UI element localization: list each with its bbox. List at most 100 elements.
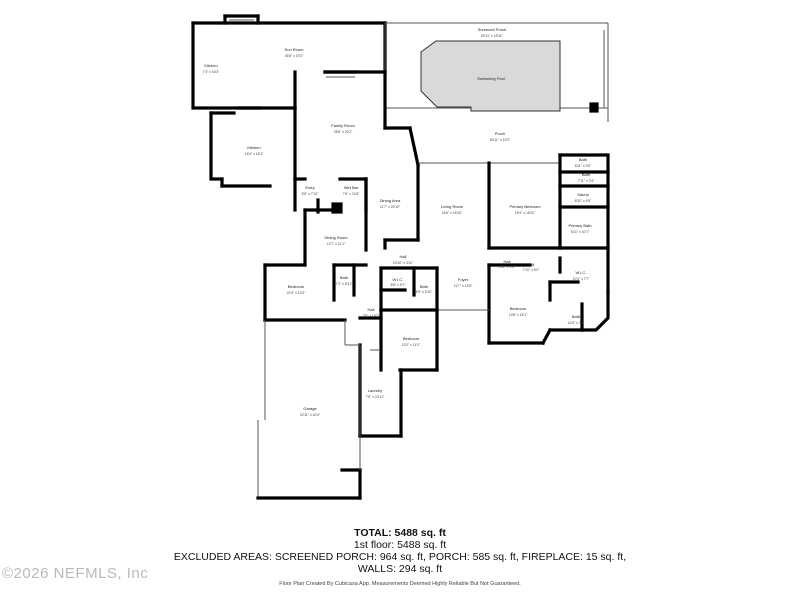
svg-text:Garage: Garage [303,406,317,411]
svg-text:50'11" x 18'11": 50'11" x 18'11" [481,34,504,38]
svg-text:11'7" x 20'10": 11'7" x 20'10" [380,205,401,209]
svg-text:Kitchen: Kitchen [247,145,260,150]
svg-text:46'8" x 19'2": 46'8" x 19'2" [285,54,304,58]
svg-text:8'11" x 10'1": 8'11" x 10'1" [571,230,590,234]
swimming-pool-shape [420,40,561,112]
svg-text:Screened Porch: Screened Porch [478,27,507,32]
svg-text:7'10" x 6'2": 7'10" x 6'2" [523,268,541,272]
walls-family-room [209,70,420,212]
svg-text:7'11" x 3'4": 7'11" x 3'4" [578,179,595,183]
room-swimming-pool: Swimming Pool [477,76,505,81]
room-primary-bedroom: Primary Bedroom 18'4" x 18'11" [509,204,541,215]
svg-text:7'3" x 16'3": 7'3" x 16'3" [203,70,221,74]
svg-text:Hall: Hall [504,259,511,264]
room-dining-area: Dining Area 11'7" x 20'10" [380,198,401,209]
disclaimer-text: Floor Plan Created By Cubicasa App. Meas… [279,581,521,587]
svg-text:Bath: Bath [420,284,428,289]
svg-text:22'11" x 40'4": 22'11" x 40'4" [300,413,321,417]
svg-text:Foyer: Foyer [458,277,469,282]
room-hall-3: Hall 7'10" x 6'2" [523,262,541,272]
room-kitchen-main: Kitchen 18'4" x 18'3" [245,145,264,156]
room-hall-1: Hall 10'10" x 3'11" [393,254,414,265]
total-area: TOTAL: 5488 sq. ft [354,527,446,539]
svg-text:8'6" x 5'1": 8'6" x 5'1" [391,283,407,287]
svg-text:7'6" x 19'11": 7'6" x 19'11" [366,395,385,399]
walls-primary-suite [548,153,610,332]
svg-text:8'11" x 3'0": 8'11" x 3'0" [575,164,592,168]
walls-bedroom-right [487,263,584,346]
svg-text:18'4" x 18'3": 18'4" x 18'3" [245,152,264,156]
svg-text:Primary Bath: Primary Bath [568,223,591,228]
room-porch: Porch 50'11" x 13'0" [490,131,511,142]
room-bedroom-1: Bedroom 21'0" x 13'3" [287,284,306,295]
room-sun-room: Sun Room 46'8" x 19'2" [285,47,305,58]
excluded-areas: EXCLUDED AREAS: SCREENED PORCH: 964 sq. … [173,551,627,563]
svg-text:28'8" x 20'2": 28'8" x 20'2" [334,130,353,134]
svg-text:18'4" x 18'11": 18'4" x 18'11" [515,211,536,215]
mls-watermark: ©2026 NEFMLS, Inc [2,565,149,582]
svg-text:13'7" x 11'1": 13'7" x 11'1" [327,242,346,246]
walls-living [383,161,562,250]
svg-text:Bedroom: Bedroom [403,336,420,341]
svg-text:Laundry: Laundry [368,388,382,393]
svg-text:W.I.C.: W.I.C. [576,270,587,275]
svg-text:Dining Room: Dining Room [324,235,348,240]
svg-text:Hall: Hall [528,262,535,267]
svg-text:Sauna: Sauna [577,192,589,197]
svg-text:50'11" x 13'0": 50'11" x 13'0" [490,138,511,142]
room-bath-1: Bath 8'11" x 3'0" [575,157,592,168]
svg-text:Dining Area: Dining Area [380,198,401,203]
room-bath-4: Bath 5'9" x 5'10" [416,284,434,294]
room-hall-2: Hall 6'11" x 4'6" [499,259,516,269]
svg-text:13'2" x 14'1": 13'2" x 14'1" [402,343,421,347]
floor-area: 1st floor: 5488 sq. ft [353,539,447,551]
walls-center [358,266,489,320]
svg-text:5'9" x 5'10": 5'9" x 5'10" [416,290,434,294]
svg-text:Bath: Bath [582,172,590,177]
svg-text:10'10" x 3'11": 10'10" x 3'11" [393,261,414,265]
svg-text:8'11" x 4'5": 8'11" x 4'5" [575,199,592,203]
svg-text:7'6" x 11'8": 7'6" x 11'8" [343,192,360,196]
room-hall-4: Hall 3'5" x 16'2" [363,307,381,318]
svg-text:Bath: Bath [340,275,348,280]
room-dining-room: Dining Room 13'7" x 11'1" [324,235,348,246]
svg-text:Living Room: Living Room [441,204,464,209]
svg-text:W.I.C.: W.I.C. [393,277,404,282]
room-kitchen-upper: Kitchen 7'3" x 16'3" [203,63,221,74]
svg-text:6'11" x 4'6": 6'11" x 4'6" [499,265,516,269]
room-foyer: Foyer 11'7" x 13'8" [454,277,473,288]
svg-text:3'5" x 16'2": 3'5" x 16'2" [363,314,381,318]
svg-text:7'1" x 8'11": 7'1" x 8'11" [336,282,353,286]
svg-text:21'0" x 13'3": 21'0" x 13'3" [287,291,306,295]
room-bath-2: Bath 7'11" x 3'4" [578,172,595,183]
svg-text:Hall: Hall [368,307,375,312]
svg-text:8'6" x 7'10": 8'6" x 7'10" [302,192,320,196]
svg-text:Bedroom: Bedroom [510,306,527,311]
room-bath-5: Bath 12'8" x 7'4" [568,314,586,325]
svg-text:13'8" x 15'1": 13'8" x 15'1" [509,313,528,317]
svg-text:12'8" x 7'4": 12'8" x 7'4" [568,321,586,325]
svg-text:Sun Room: Sun Room [285,47,305,52]
room-wic-small: W.I.C. 8'6" x 5'1" [391,277,407,287]
room-living-room: Living Room 16'6" x 18'10" [441,204,464,215]
room-entry: Entry 8'6" x 7'10" [302,185,320,196]
svg-text:Bath: Bath [572,314,580,319]
room-garage: Garage 22'11" x 40'4" [300,406,321,417]
room-family-room: Family Room 28'8" x 20'2" [331,123,355,134]
walls-bedroom-left [263,263,368,322]
svg-text:16'6" x 18'10": 16'6" x 18'10" [442,211,463,215]
room-wet-bar: Wet Bar 7'6" x 11'8" [343,185,360,196]
walls-area: WALLS: 294 sq. ft [357,563,443,575]
svg-text:Entry: Entry [305,185,314,190]
svg-text:10'4" x 7'7": 10'4" x 7'7" [573,277,591,281]
walls-bedroom-3 [379,308,439,372]
svg-text:Swimming Pool: Swimming Pool [477,76,505,81]
room-laundry: Laundry 7'6" x 19'11" [366,388,385,399]
svg-text:Bedroom: Bedroom [288,284,305,289]
room-wic: W.I.C. 10'4" x 7'7" [573,270,591,281]
svg-text:Hall: Hall [400,254,407,259]
room-bedroom-3: Bedroom 13'2" x 14'1" [402,336,421,347]
svg-text:Wet Bar: Wet Bar [344,185,359,190]
room-bath-3: Bath 7'1" x 8'11" [336,275,353,286]
walls-entry [293,177,368,267]
